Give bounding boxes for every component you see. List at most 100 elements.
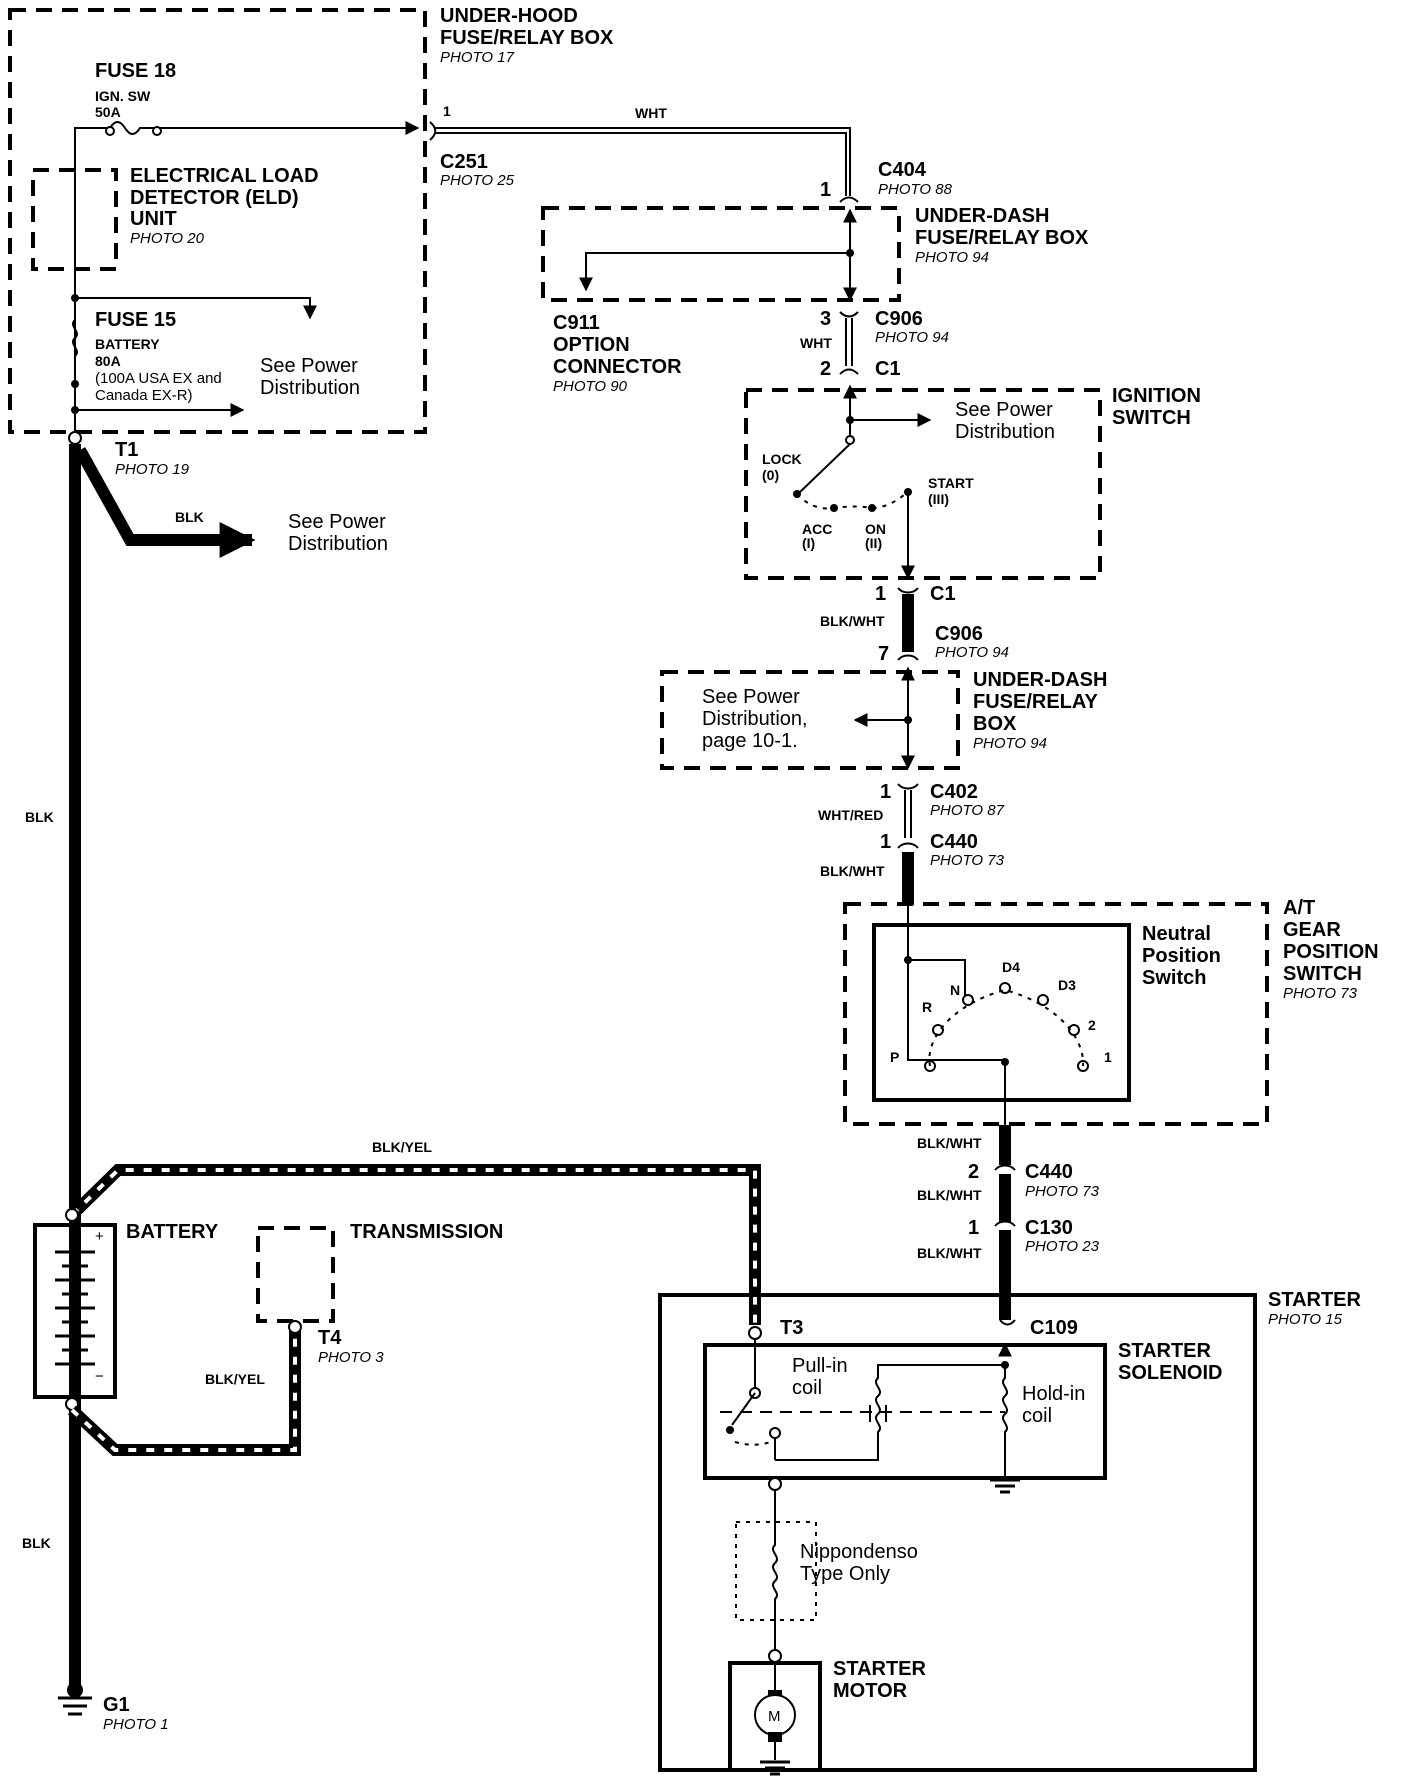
connector-c402-c440-top: 1 C402 PHOTO 87 WHT/RED 1 C440 PHOTO 73 …: [818, 781, 1005, 905]
svg-text:BLK/YEL: BLK/YEL: [205, 1371, 265, 1387]
svg-text:LOCK: LOCK: [762, 451, 802, 467]
svg-text:(II): (II): [865, 535, 882, 551]
svg-text:(100A USA EX and: (100A USA EX and: [95, 370, 222, 387]
svg-text:PHOTO 73: PHOTO 73: [930, 852, 1005, 869]
fuse-18: FUSE 18 IGN. SW 50A: [74, 60, 420, 136]
see-power-distribution-fuse15: See Power Distribution: [260, 355, 360, 399]
svg-text:START: START: [928, 475, 974, 491]
svg-text:ACC: ACC: [802, 521, 832, 537]
wire-label-blk-1: BLK: [25, 809, 54, 825]
svg-text:P: P: [890, 1049, 899, 1065]
svg-text:1: 1: [968, 1217, 979, 1239]
blk-to-power-distribution: [74, 447, 256, 558]
svg-text:C906: C906: [875, 308, 923, 330]
svg-text:C109: C109: [1030, 1317, 1078, 1339]
svg-text:BLK: BLK: [175, 509, 204, 525]
svg-text:UNDER-HOOD: UNDER-HOOD: [440, 5, 578, 27]
svg-text:G1: G1: [103, 1694, 130, 1716]
svg-text:C130: C130: [1025, 1217, 1073, 1239]
svg-text:DETECTOR (ELD): DETECTOR (ELD): [130, 187, 299, 209]
svg-text:N: N: [950, 982, 960, 998]
svg-text:WHT: WHT: [800, 335, 832, 351]
svg-text:(0): (0): [762, 467, 779, 483]
svg-text:D4: D4: [1002, 959, 1020, 975]
svg-text:1: 1: [875, 583, 886, 605]
svg-text:coil: coil: [792, 1377, 822, 1399]
svg-text:BLK/WHT: BLK/WHT: [917, 1135, 982, 1151]
fuse-15: FUSE 15 BATTERY 80A (100A USA EX and Can…: [71, 309, 245, 417]
svg-text:BATTERY: BATTERY: [126, 1221, 219, 1243]
svg-text:−: −: [95, 1368, 104, 1385]
nippondenso-field-coil: Nippondenso Type Only: [735, 1477, 918, 1663]
svg-text:POSITION: POSITION: [1283, 941, 1379, 963]
svg-text:ELECTRICAL LOAD: ELECTRICAL LOAD: [130, 165, 319, 187]
svg-text:Distribution: Distribution: [260, 377, 360, 399]
svg-text:FUSE/RELAY BOX: FUSE/RELAY BOX: [440, 27, 614, 49]
svg-text:C1: C1: [875, 358, 901, 380]
svg-text:page 10-1.: page 10-1.: [702, 730, 798, 752]
svg-text:STARTER: STARTER: [833, 1658, 927, 1680]
svg-text:IGN. SW: IGN. SW: [95, 88, 151, 104]
svg-text:coil: coil: [1022, 1405, 1052, 1427]
svg-text:1: 1: [820, 179, 831, 201]
transmission: TRANSMISSION T4 PHOTO 3: [256, 1221, 503, 1366]
eld-branch-arrow: [75, 297, 317, 320]
svg-text:PHOTO 94: PHOTO 94: [935, 644, 1009, 661]
wire-label-blk-2: BLK: [22, 1535, 51, 1551]
svg-text:PHOTO 17: PHOTO 17: [440, 49, 515, 66]
svg-text:D3: D3: [1058, 977, 1076, 993]
svg-text:1: 1: [1104, 1049, 1112, 1065]
svg-text:BLK/WHT: BLK/WHT: [820, 863, 885, 879]
svg-text:Position: Position: [1142, 945, 1221, 967]
starter-motor: STARTER MOTOR M: [728, 1658, 927, 1776]
connector-c906-top: 3 C906 PHOTO 94 WHT 2 C1: [800, 308, 949, 380]
svg-text:PHOTO 73: PHOTO 73: [1283, 985, 1358, 1002]
svg-text:PHOTO 3: PHOTO 3: [318, 1349, 384, 1366]
connector-c440-c130: BLK/WHT 2 C440 PHOTO 73 BLK/WHT 1 C130 P…: [917, 1125, 1100, 1320]
battery: + − BATTERY: [33, 1208, 219, 1411]
svg-text:M: M: [768, 1708, 781, 1725]
svg-text:BOX: BOX: [973, 713, 1017, 735]
svg-text:2: 2: [1088, 1017, 1096, 1033]
svg-text:UNDER-DASH: UNDER-DASH: [973, 669, 1107, 691]
svg-text:C251: C251: [440, 151, 488, 173]
svg-text:PHOTO 25: PHOTO 25: [440, 172, 515, 189]
svg-text:C440: C440: [1025, 1161, 1073, 1183]
svg-text:UNIT: UNIT: [130, 208, 177, 230]
svg-text:CONNECTOR: CONNECTOR: [553, 356, 682, 378]
svg-text:T1: T1: [115, 439, 138, 461]
ground-g1: G1 PHOTO 1: [58, 1682, 169, 1733]
eld-unit: ELECTRICAL LOAD DETECTOR (ELD) UNIT PHOT…: [31, 165, 319, 271]
svg-text:SWITCH: SWITCH: [1112, 407, 1191, 429]
svg-text:Distribution: Distribution: [288, 533, 388, 555]
svg-text:C402: C402: [930, 781, 978, 803]
svg-text:BATTERY: BATTERY: [95, 336, 160, 352]
svg-text:Pull-in: Pull-in: [792, 1355, 848, 1377]
svg-text:See Power: See Power: [955, 399, 1053, 421]
svg-text:50A: 50A: [95, 104, 121, 120]
svg-text:PHOTO 1: PHOTO 1: [103, 1716, 169, 1733]
svg-text:PHOTO 73: PHOTO 73: [1025, 1183, 1100, 1200]
svg-text:SWITCH: SWITCH: [1283, 963, 1362, 985]
svg-text:BLK/WHT: BLK/WHT: [917, 1245, 982, 1261]
under-dash-fuse-relay-box-2: UNDER-DASH FUSE/RELAY BOX PHOTO 94 See P…: [660, 666, 1107, 770]
svg-text:See Power: See Power: [288, 511, 386, 533]
under-hood-fuse-relay-box: UNDER-HOOD FUSE/RELAY BOX PHOTO 17: [8, 5, 614, 434]
svg-text:IGNITION: IGNITION: [1112, 385, 1201, 407]
svg-text:MOTOR: MOTOR: [833, 1680, 908, 1702]
at-gear-position-switch: A/T GEAR POSITION SWITCH PHOTO 73 Neutra…: [843, 897, 1379, 1130]
svg-text:C404: C404: [878, 159, 927, 181]
svg-text:C1: C1: [930, 583, 956, 605]
svg-text:(III): (III): [928, 491, 949, 507]
svg-text:80A: 80A: [95, 353, 121, 369]
svg-text:See Power: See Power: [702, 686, 800, 708]
svg-text:Nippondenso: Nippondenso: [800, 1541, 918, 1563]
svg-text:Canada EX-R): Canada EX-R): [95, 387, 193, 404]
svg-text:PHOTO 20: PHOTO 20: [130, 230, 205, 247]
svg-text:PHOTO 94: PHOTO 94: [973, 735, 1047, 752]
svg-text:BLK/WHT: BLK/WHT: [820, 613, 885, 629]
svg-text:PHOTO 15: PHOTO 15: [1268, 1311, 1343, 1328]
svg-text:PHOTO 87: PHOTO 87: [930, 802, 1005, 819]
ignition-switch: IGNITION SWITCH See Power Distribution L…: [744, 384, 1201, 580]
